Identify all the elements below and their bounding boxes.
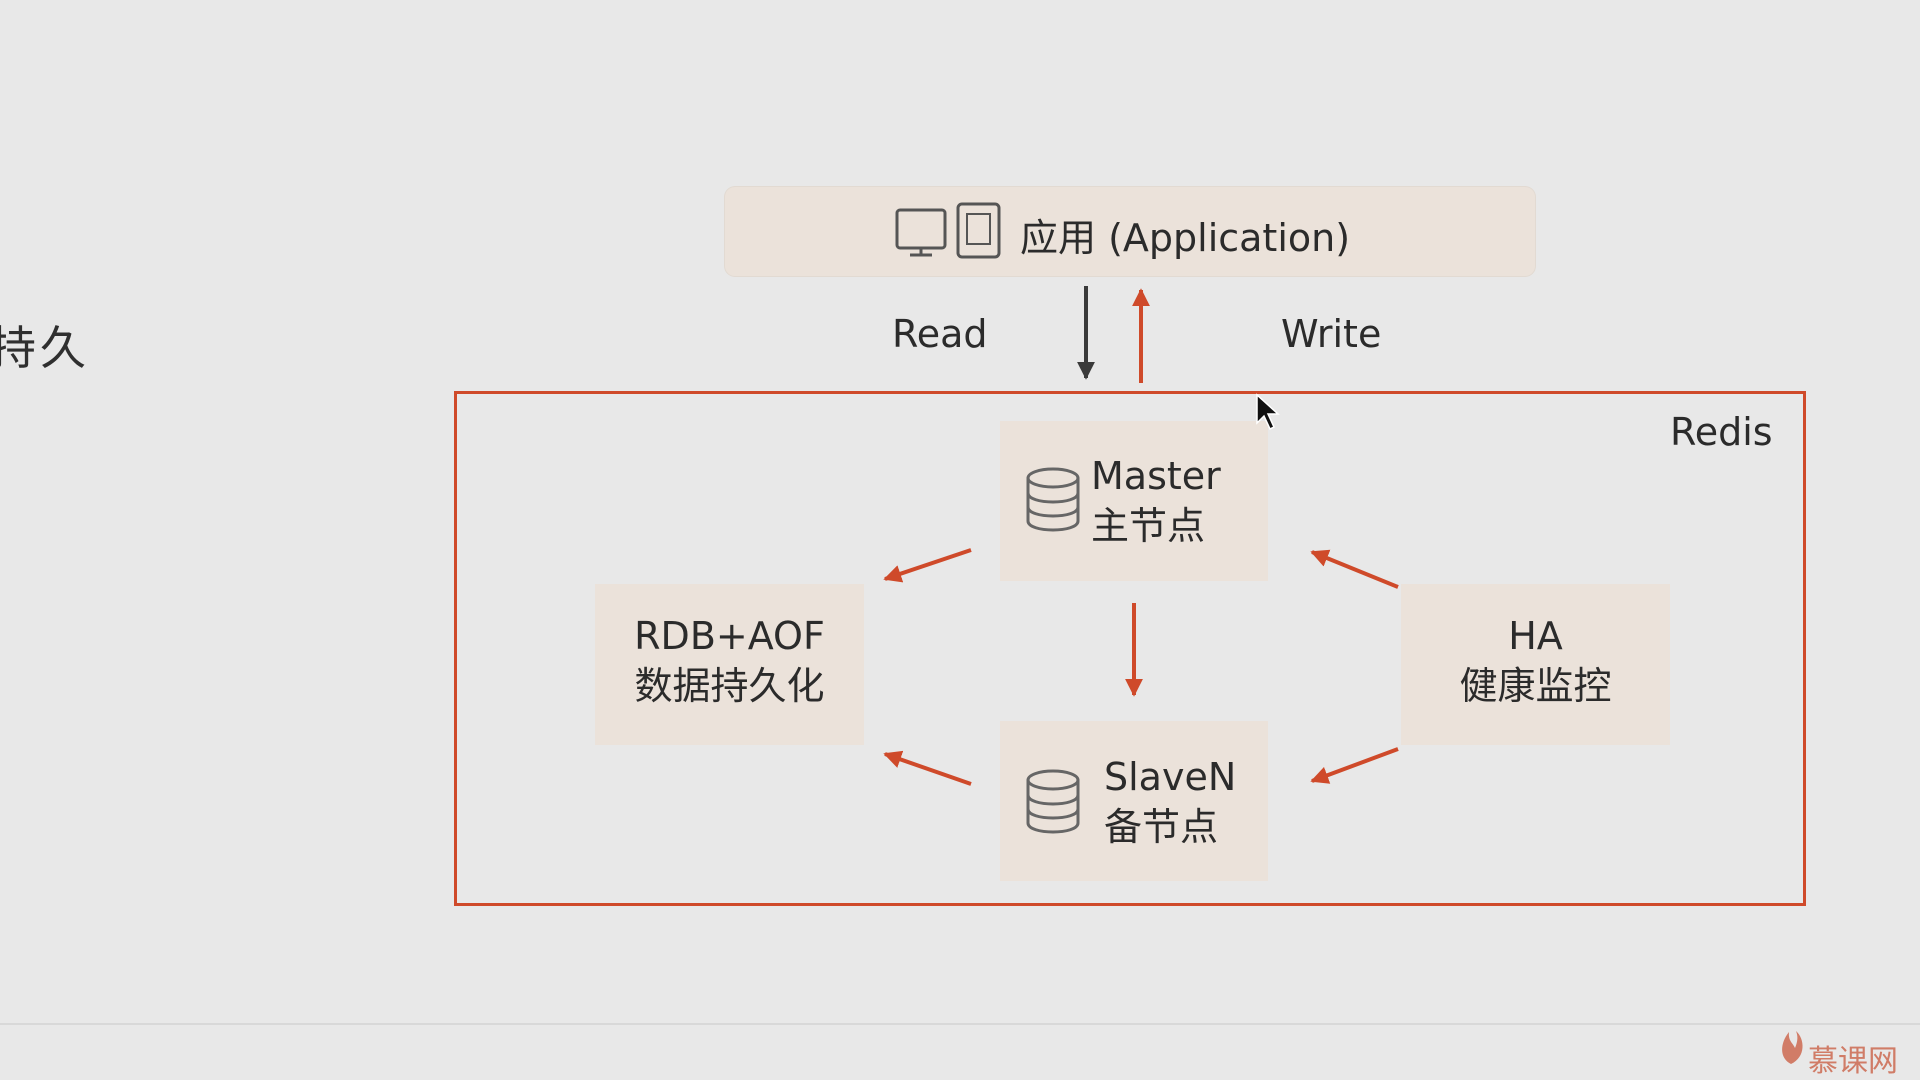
slave-to-persistence-arrow	[883, 750, 972, 786]
ha-node-text: HA 健康监控	[1401, 611, 1670, 711]
persistence-node-title: RDB+AOF	[634, 614, 825, 658]
application-box	[725, 187, 1535, 276]
database-icon	[1026, 467, 1080, 532]
redis-container	[454, 391, 1806, 906]
tablet-icon	[956, 202, 1001, 259]
persistence-node	[595, 584, 864, 745]
read-label: Read	[892, 312, 988, 356]
master-node-text: Master 主节点	[1091, 451, 1221, 551]
application-label: 应用 (Application)	[1020, 216, 1351, 260]
cursor-arrow-icon	[1256, 393, 1280, 431]
persistence-node-subtitle: 数据持久化	[634, 664, 825, 708]
master-node-subtitle: 主节点	[1091, 504, 1206, 548]
brand-watermark: 慕课网	[1808, 1044, 1898, 1079]
slave-node-subtitle: 备节点	[1104, 805, 1219, 849]
slave-node-title: SlaveN	[1104, 755, 1237, 799]
ha-to-master-arrow	[1310, 549, 1399, 589]
side-text: 持久	[0, 321, 90, 375]
database-icon	[1026, 769, 1080, 834]
write-label: Write	[1281, 312, 1382, 356]
ha-node-title: HA	[1508, 614, 1563, 658]
ha-node-subtitle: 健康监控	[1459, 664, 1612, 708]
slave-node	[1000, 721, 1268, 881]
slave-node-text: SlaveN 备节点	[1104, 752, 1236, 852]
master-to-persistence-arrow	[883, 548, 972, 583]
flame-icon	[1782, 1031, 1803, 1064]
redis-label: Redis	[1670, 410, 1773, 454]
monitor-icon	[895, 208, 947, 257]
persistence-node-text: RDB+AOF 数据持久化	[595, 611, 864, 711]
ha-node	[1401, 584, 1670, 745]
footer-divider	[0, 1023, 1920, 1025]
master-node-title: Master	[1091, 454, 1221, 498]
ha-to-slave-arrow	[1310, 747, 1399, 784]
